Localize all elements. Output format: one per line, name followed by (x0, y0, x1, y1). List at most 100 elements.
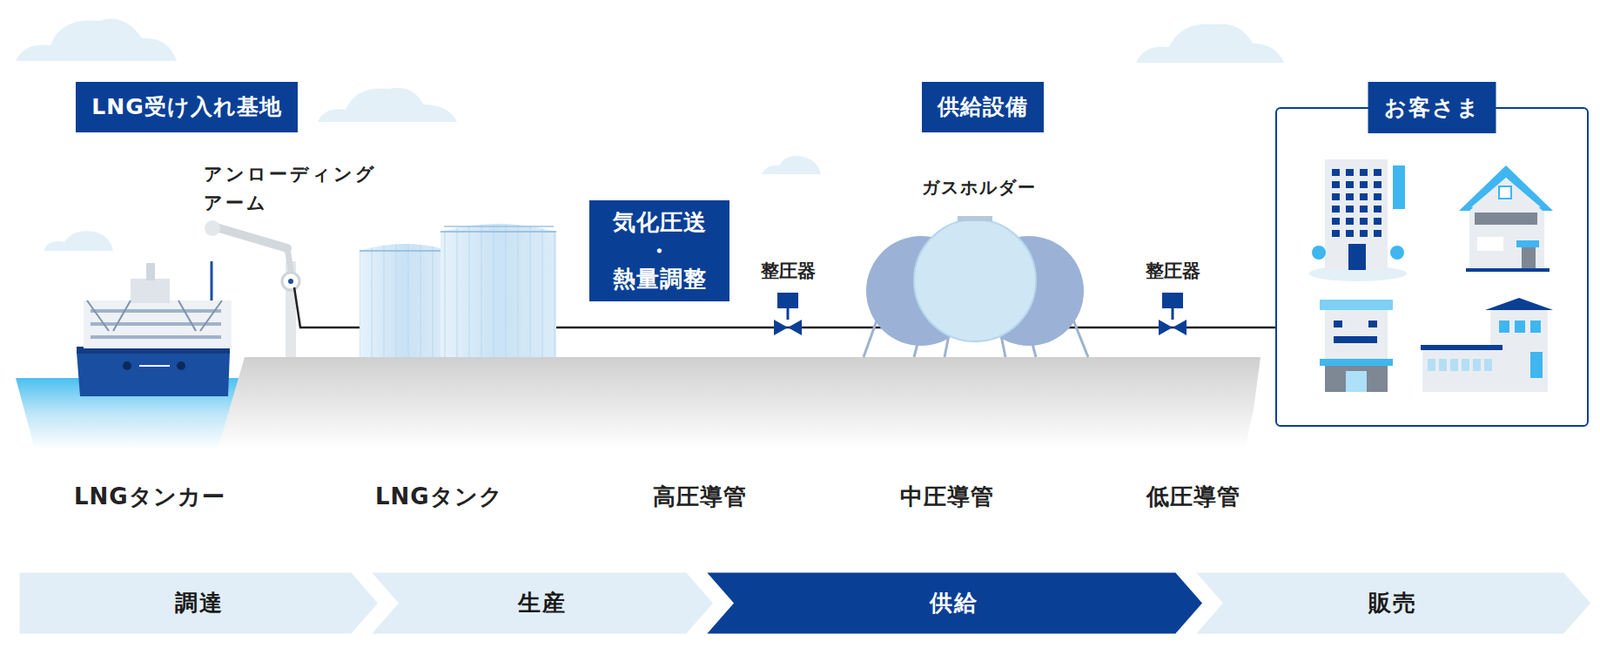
illustration-part (443, 225, 554, 228)
illustration-part (786, 308, 790, 320)
illustration-part (90, 335, 222, 339)
illustration-part (1438, 358, 1447, 371)
illustration-part (1359, 193, 1368, 201)
illustration-part (1461, 358, 1470, 371)
illustration-part (176, 361, 186, 370)
section-tag: 供給設備 (921, 81, 1044, 133)
illustration-part (1331, 193, 1340, 201)
illustration-part (1427, 358, 1493, 371)
illustration-part (1373, 193, 1382, 201)
stage-chevron: 販売 (1193, 571, 1593, 635)
illustration-part (1359, 205, 1368, 213)
illustration-part (1331, 205, 1340, 213)
illustration-part (1311, 245, 1326, 260)
illustration-part (1171, 308, 1175, 320)
ground (217, 356, 1261, 450)
stage-chevron: 供給 (704, 571, 1204, 635)
illustration-part (1373, 217, 1382, 225)
part-label: LNGタンカー (73, 481, 226, 512)
illustration-part (914, 219, 1036, 342)
illustration-part (288, 278, 294, 284)
illustration-part (440, 223, 557, 357)
illustration-part (146, 262, 155, 281)
illustration-part (1158, 319, 1187, 336)
chevron-fill (1193, 571, 1593, 635)
part-label: 低圧導管 (1146, 481, 1241, 512)
office-building (1309, 159, 1407, 282)
illustration-part (1422, 348, 1501, 392)
illustration-part (1348, 243, 1366, 270)
chevron-fill (369, 571, 715, 635)
illustration-part (1359, 181, 1368, 189)
illustration-part (1324, 159, 1388, 270)
illustration-part (1390, 245, 1405, 260)
illustration-part (282, 272, 300, 290)
illustration-part (359, 249, 451, 252)
illustration-part (1516, 240, 1540, 248)
illustration-part (1345, 181, 1354, 189)
illustration-part (317, 87, 458, 122)
illustration-part (1368, 320, 1378, 328)
illustration-part (210, 261, 214, 301)
illustration-part (1373, 181, 1382, 189)
chevron-fill (704, 571, 1204, 635)
stage-label: 販売 (1368, 587, 1418, 619)
illustration-part (1333, 320, 1378, 343)
part-label: 整圧器 (760, 258, 816, 283)
illustration-part (15, 19, 177, 62)
illustration-part (1514, 320, 1526, 333)
illustration-part (1499, 186, 1512, 199)
illustration-part (1373, 168, 1382, 176)
illustration-part (1465, 268, 1550, 272)
illustration-part (122, 361, 132, 370)
panel-heading: お客さま (1368, 81, 1497, 134)
stage-chevron: 生産 (369, 571, 715, 635)
box-label: ・ (647, 236, 672, 266)
illustration-part (213, 226, 288, 249)
illustration-part (1471, 177, 1541, 208)
illustration-part (1359, 168, 1368, 176)
illustration-part (1474, 212, 1538, 225)
illustration-part (1331, 181, 1340, 189)
illustration-part (1499, 320, 1510, 333)
illustration-part (1373, 229, 1382, 237)
illustration-part (1427, 358, 1436, 371)
illustration-part (1324, 365, 1388, 392)
section-tag: LNG受け入れ基地 (75, 81, 298, 133)
illustration-part (1373, 205, 1382, 213)
illustration-part (1420, 344, 1503, 350)
illustration-part (76, 351, 230, 397)
gas-holder (863, 215, 1089, 357)
lng-tanker (76, 261, 232, 397)
illustration-part (1331, 168, 1382, 237)
illustration-part (1469, 207, 1545, 270)
illustration-part (130, 278, 170, 303)
illustration-part (1477, 236, 1504, 251)
illustration-part (1521, 247, 1536, 270)
lng-tanks (359, 223, 557, 357)
process-box: 気化圧送・熱量調整 (589, 200, 730, 302)
illustration-part (90, 309, 222, 313)
regulator-valve (773, 292, 802, 336)
illustration-part (777, 292, 799, 309)
illustration-part (1472, 358, 1481, 371)
illustration-part (1359, 229, 1368, 237)
stage-label: 調達 (174, 587, 224, 619)
part-label: 高圧導管 (652, 481, 747, 512)
illustration-part (1345, 229, 1354, 237)
illustration-part (1319, 358, 1393, 366)
stage-chevron: 調達 (18, 571, 380, 635)
illustration-part (1530, 320, 1541, 333)
clouds (15, 19, 1285, 252)
stage-label: 生産 (517, 587, 567, 619)
illustration-part (1331, 229, 1340, 237)
box-label: 気化圧送 (612, 208, 707, 237)
illustration-part (1499, 320, 1543, 378)
illustration-part (204, 220, 221, 236)
illustration-part (1324, 309, 1388, 392)
school (1420, 297, 1553, 392)
illustration-part (1333, 320, 1343, 328)
illustration-part (1136, 23, 1285, 63)
illustration-part (139, 364, 170, 367)
illustration-part (1450, 358, 1459, 371)
